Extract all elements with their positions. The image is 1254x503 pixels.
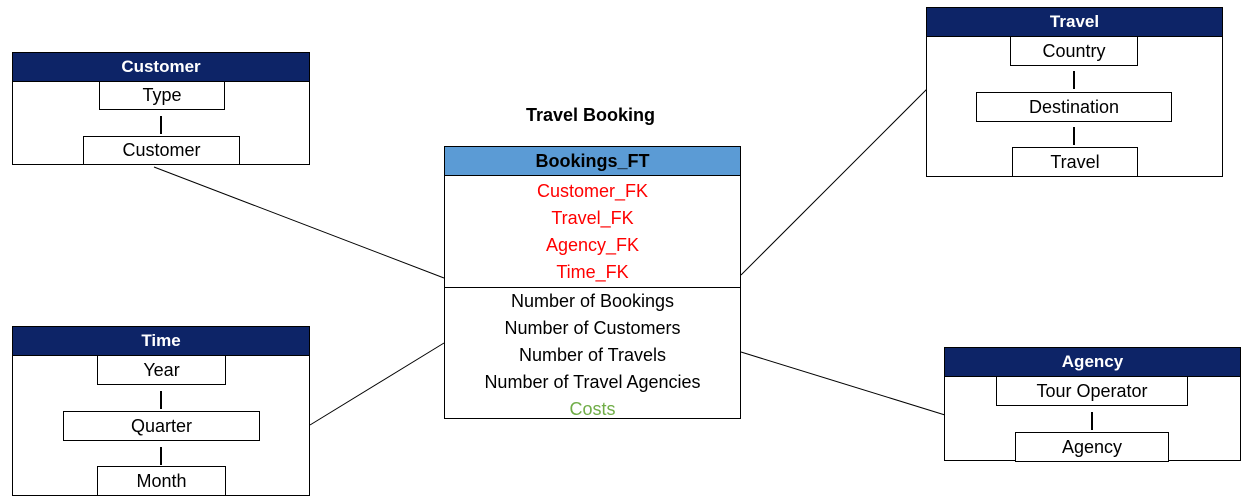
foreign-key-list: Customer_FK Travel_FK Agency_FK Time_FK <box>445 176 740 288</box>
measure-number-of-bookings: Number of Bookings <box>510 291 675 311</box>
customer-dimension: Customer Type Customer <box>12 52 310 165</box>
agency-dimension-header: Agency <box>945 348 1240 377</box>
time-level-year: Year <box>97 355 226 385</box>
foreign-key-travel: Travel_FK <box>551 208 634 228</box>
travel-level-country: Country <box>1010 36 1138 66</box>
agency-hierarchy-link <box>1091 412 1093 430</box>
travel-hierarchy-link-1 <box>1073 71 1075 89</box>
fact-table-header: Bookings_FT <box>445 147 740 176</box>
agency-dimension: Agency Tour Operator Agency <box>944 347 1241 462</box>
travel-dimension: Travel Country Destination Travel <box>926 7 1223 177</box>
travel-level-travel: Travel <box>1012 147 1138 177</box>
travel-level-destination: Destination <box>976 92 1172 122</box>
travel-dimension-header: Travel <box>927 8 1222 37</box>
measure-list: Number of Bookings Number of Customers N… <box>445 288 740 423</box>
measure-costs: Costs <box>569 399 616 419</box>
connector-customer <box>153 166 445 279</box>
time-dimension-header: Time <box>13 327 309 356</box>
time-level-quarter: Quarter <box>63 411 260 441</box>
customer-level-type: Type <box>99 81 225 110</box>
foreign-key-customer: Customer_FK <box>536 181 649 201</box>
diagram-title: Travel Booking <box>526 105 656 125</box>
agency-level-agency: Agency <box>1015 432 1169 462</box>
agency-level-tour-operator: Tour Operator <box>996 376 1188 406</box>
bookings-fact-table: Bookings_FT Customer_FK Travel_FK Agency… <box>444 146 741 419</box>
time-dimension: Time Year Quarter Month <box>12 326 310 496</box>
foreign-key-agency: Agency_FK <box>545 235 640 255</box>
connector-time <box>309 342 445 426</box>
customer-dimension-header: Customer <box>13 53 309 82</box>
measure-number-of-customers: Number of Customers <box>504 318 681 338</box>
travel-hierarchy-link-2 <box>1073 127 1075 145</box>
time-hierarchy-link-2 <box>160 447 162 465</box>
connector-travel <box>740 88 928 276</box>
time-hierarchy-link-1 <box>160 391 162 409</box>
foreign-key-time: Time_FK <box>556 262 629 282</box>
connector-agency <box>740 351 946 416</box>
customer-hierarchy-link <box>160 116 162 134</box>
time-level-month: Month <box>97 466 226 496</box>
customer-level-customer: Customer <box>83 136 240 165</box>
measure-number-of-travels: Number of Travels <box>518 345 667 365</box>
measure-number-of-travel-agencies: Number of Travel Agencies <box>484 372 701 392</box>
